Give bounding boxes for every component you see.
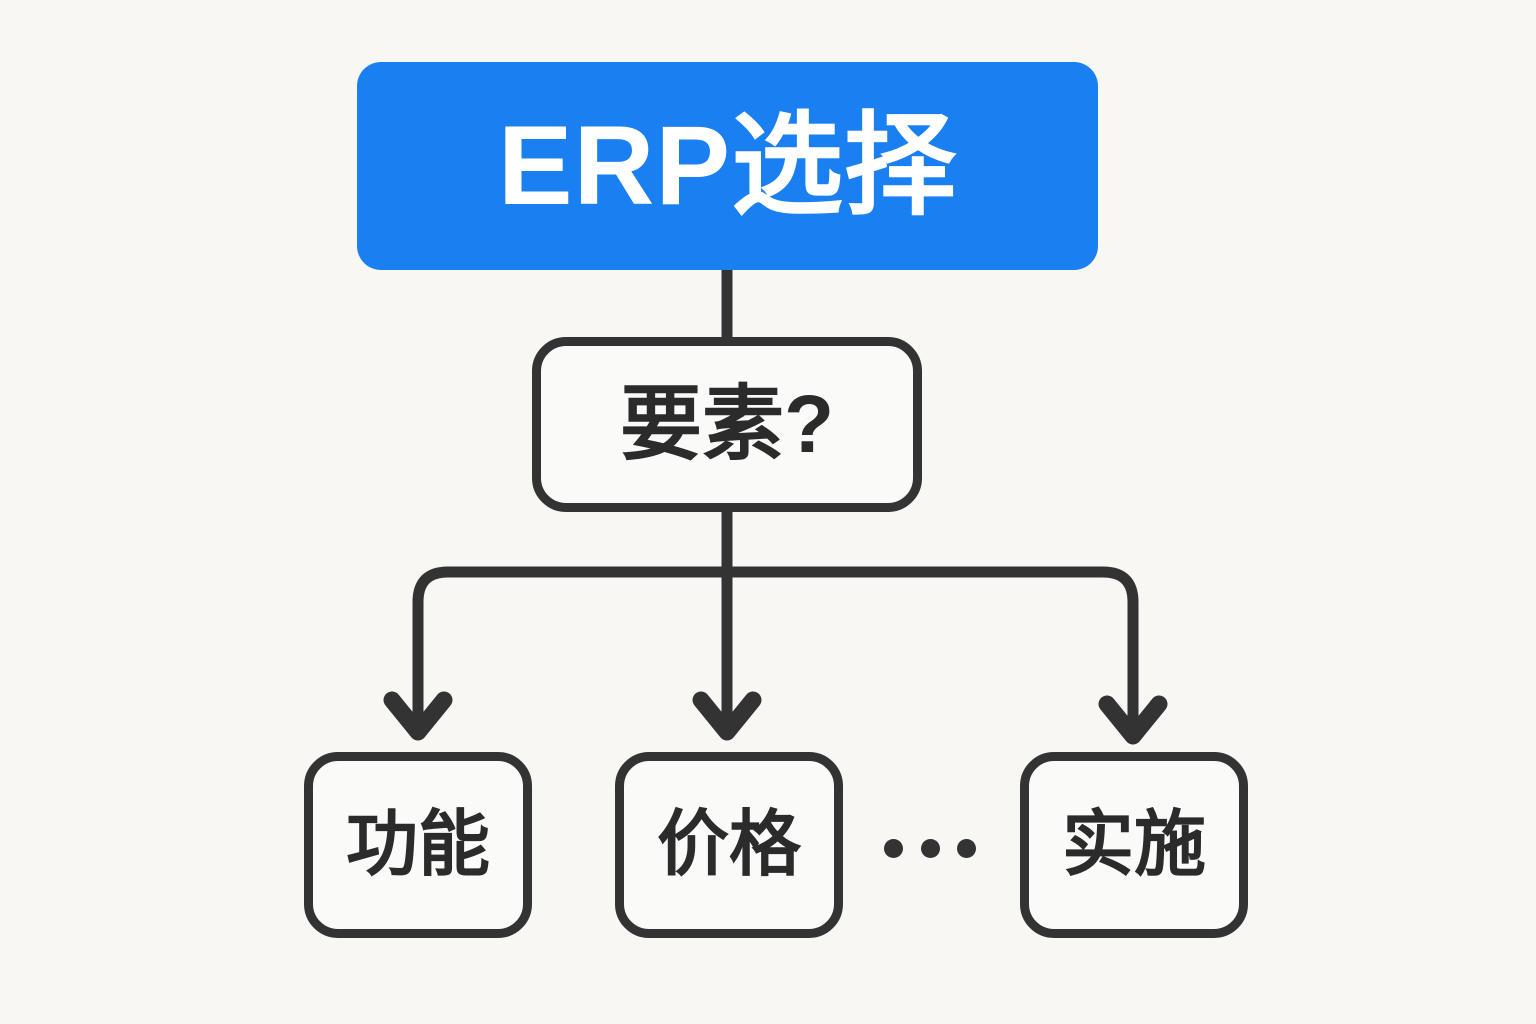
node-implementation[interactable]: 实施 (1020, 752, 1248, 938)
node-erp-selection-label: ERP选择 (497, 103, 958, 228)
arrowhead-leaf-1 (692, 691, 762, 741)
ellipsis-dot-3 (957, 838, 976, 858)
node-price-label: 价格 (656, 805, 801, 885)
node-erp-selection[interactable]: ERP选择 (357, 62, 1098, 270)
ellipsis-more-factors (884, 838, 976, 858)
ellipsis-dot-1 (884, 838, 903, 858)
node-implementation-label: 实施 (1061, 805, 1206, 885)
node-price[interactable]: 价格 (615, 752, 843, 938)
connector-to-leaf-0 (412, 566, 733, 722)
node-factors-question-label: 要素? (619, 378, 835, 470)
arrowhead-leaf-0 (383, 691, 453, 741)
arrowhead-leaf-2 (1098, 695, 1168, 745)
connector-to-leaf-2 (721, 566, 1139, 726)
ellipsis-dot-2 (920, 838, 940, 858)
node-function[interactable]: 功能 (304, 752, 532, 938)
node-factors-question[interactable]: 要素? (532, 337, 922, 512)
node-function-label: 功能 (345, 805, 490, 885)
